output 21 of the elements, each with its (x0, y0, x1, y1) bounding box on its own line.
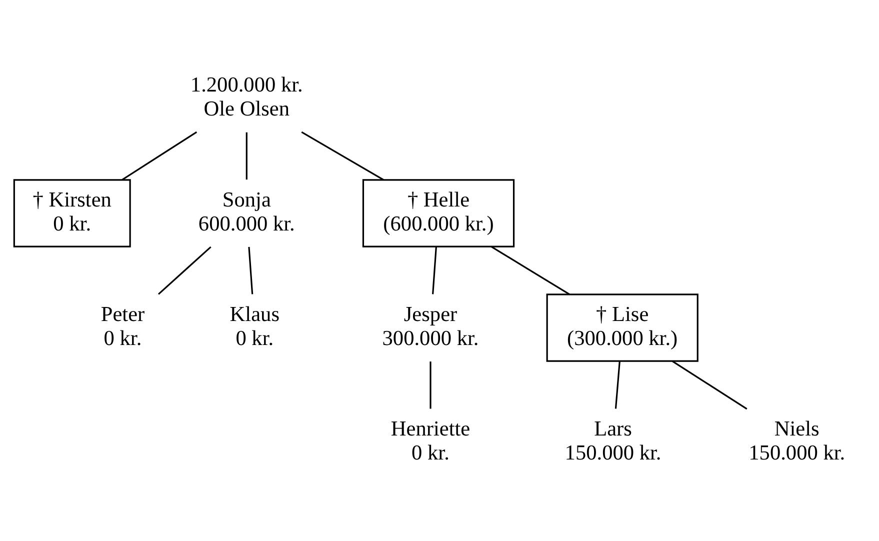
connector (432, 246, 437, 294)
node-text: 1.200.000 kr. Ole Olsen (190, 72, 303, 121)
node-text: Niels 150.000 kr. (748, 416, 846, 464)
connector (122, 131, 198, 180)
node-box: † Lise (300.000 kr.) (546, 294, 698, 362)
connector (614, 361, 620, 409)
connector (158, 246, 212, 295)
connector (301, 131, 384, 180)
connector (490, 246, 570, 296)
connector (248, 246, 254, 294)
node-text: Lars 150.000 kr. (564, 416, 662, 464)
connector (430, 362, 432, 409)
node-text: Peter 0 kr. (100, 302, 145, 350)
node-box: † Kirsten 0 kr. (13, 179, 131, 248)
node-box: † Helle (600.000 kr.) (362, 179, 515, 248)
node-text: Klaus 0 kr. (230, 302, 280, 350)
node-text: Henriette 0 kr. (390, 416, 470, 464)
node-text: Jesper 300.000 kr. (382, 302, 479, 350)
node-text: Sonja 600.000 kr. (198, 187, 295, 236)
connector (246, 132, 248, 180)
connector (672, 360, 748, 410)
